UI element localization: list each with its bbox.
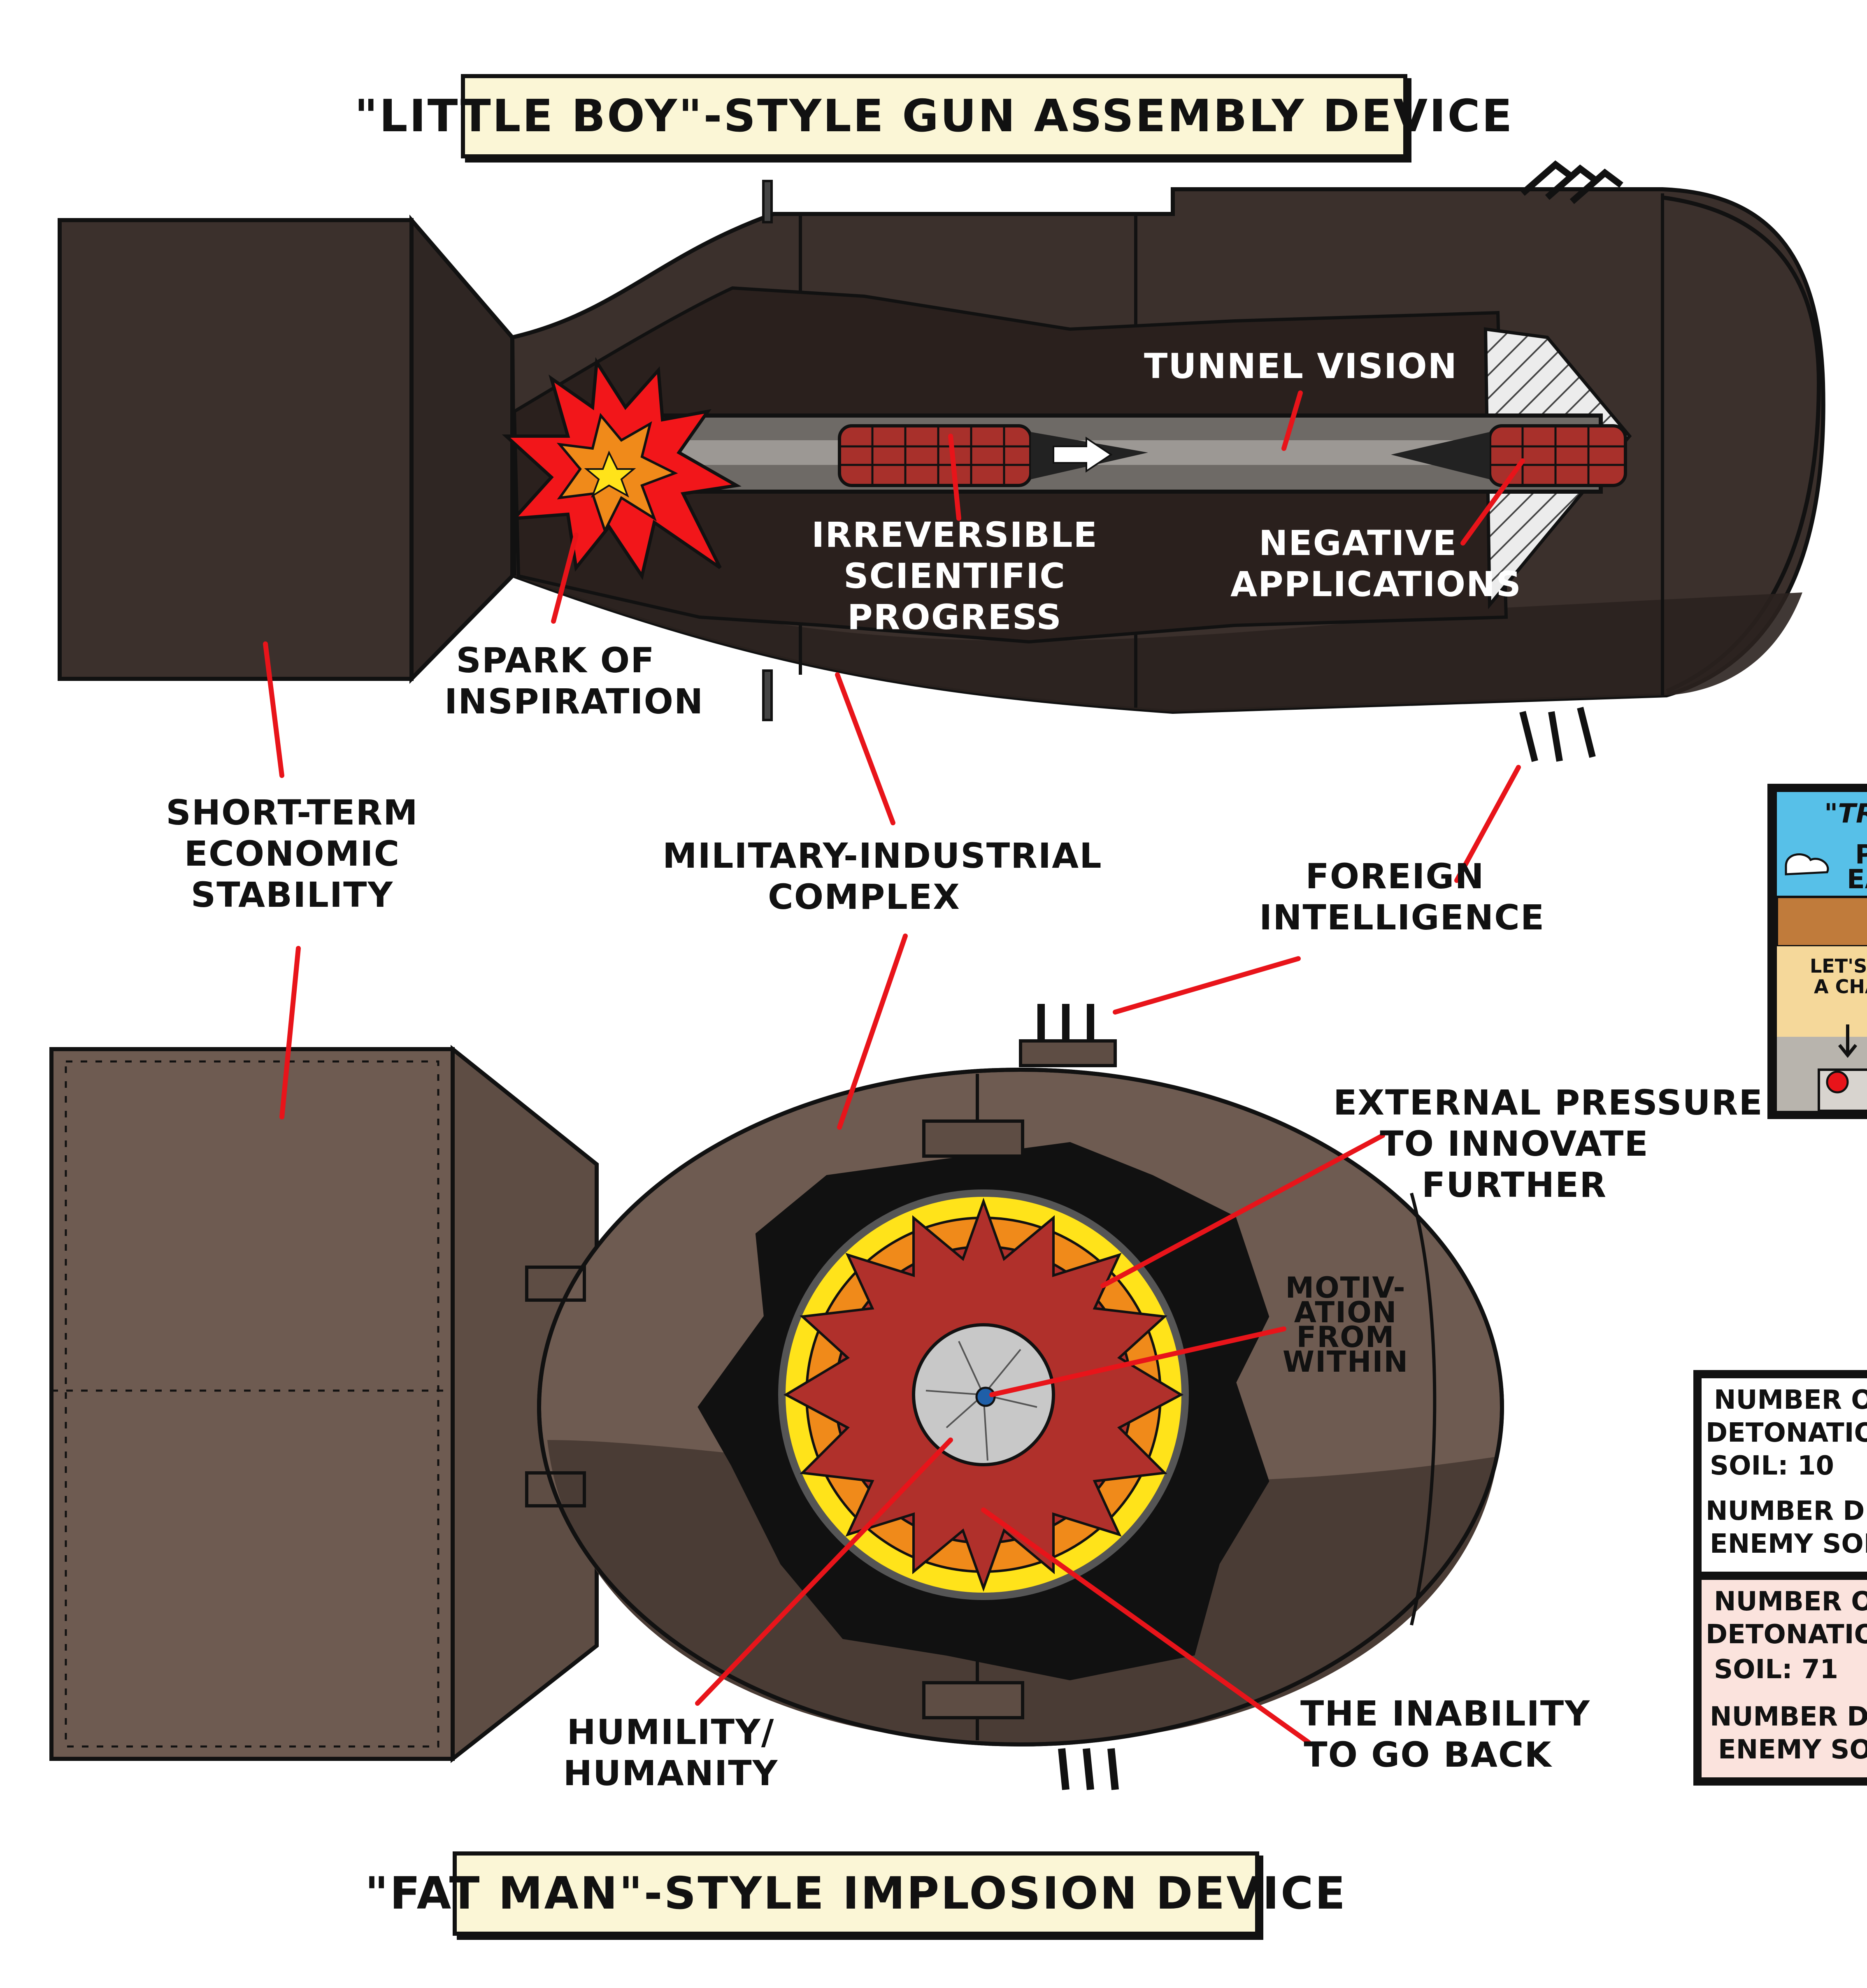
- side-comic-line: "TRI: [1824, 799, 1867, 829]
- label-short-term-economic-stability: SHORT-TERM ECONOMIC STABILITY: [166, 792, 419, 915]
- leader-foreign-bottom: [1113, 956, 1301, 1015]
- cloud-icon: [1785, 853, 1829, 876]
- table-line: NUMBER D: [1710, 1702, 1867, 1732]
- spark-star-icon: [584, 451, 636, 498]
- side-table-panel: [1693, 1370, 1867, 1786]
- fat-man-title: "FAT MAN"-STYLE IMPLOSION DEVICE: [365, 1851, 1345, 1936]
- table-line: ENEMY SO: [1718, 1735, 1867, 1765]
- side-comic-line: LET'S: [1810, 955, 1867, 977]
- leader-military-bottom: [837, 934, 908, 1130]
- side-comic-line: P: [1855, 840, 1867, 870]
- leader-irreversible: [948, 434, 961, 521]
- leader-negative: [1460, 458, 1525, 546]
- projectile: [838, 424, 1032, 487]
- little-boy-lower-panel: [514, 568, 1802, 712]
- down-arrow-icon: [1838, 1024, 1858, 1058]
- fat-man-bomb: [49, 1004, 1504, 1790]
- label-spark-of-inspiration: SPARK OF INSPIRATION: [444, 640, 704, 722]
- table-line: ENEMY SOIL: [1710, 1529, 1867, 1559]
- leader-external: [1100, 1133, 1385, 1288]
- red-button-icon: [1826, 1071, 1849, 1094]
- little-boy-title: "LITTLE BOY"-STYLE GUN ASSEMBLY DEVICE: [355, 74, 1512, 158]
- fat-man-tail-fin: [451, 1045, 599, 1763]
- label-irreversible-progress: IRREVERSIBLE SCIENTIFIC PROGRESS: [811, 515, 1098, 637]
- leader-military-top: [835, 672, 895, 825]
- side-comic-line: EA: [1847, 864, 1867, 895]
- leader-motivation: [989, 1326, 1286, 1397]
- side-table-top: NUMBER OF DETONATION SOIL: 10 NUMBER DET…: [1702, 1378, 1867, 1572]
- little-boy-tail: [58, 218, 414, 681]
- motion-arrow-icon: [1053, 437, 1113, 473]
- fat-man-tail: [49, 1047, 455, 1761]
- table-line: DETONATION: [1706, 1418, 1867, 1448]
- table-line: NUMBER DET: [1706, 1496, 1867, 1526]
- label-humility-humanity: HUMILITY/ HUMANITY: [563, 1712, 779, 1793]
- fat-man-title-text: "FAT MAN"-STYLE IMPLOSION DEVICE: [365, 1868, 1347, 1919]
- little-boy-tail-fin: [409, 214, 514, 684]
- side-comic-line: A CHA: [1814, 975, 1867, 998]
- side-comic-text: "TRI P EA LET'S A CHA: [1777, 792, 1867, 1111]
- leader-short-term-top: [263, 641, 284, 778]
- label-foreign-intelligence: FOREIGN INTELLIGENCE: [1259, 856, 1545, 938]
- label-negative-applications: NEGATIVE APPLICATIONS: [1230, 523, 1522, 604]
- leader-short-term-bottom: [279, 946, 301, 1119]
- side-comic-panel: [1767, 784, 1867, 1119]
- table-line: SOIL: 10: [1710, 1451, 1834, 1481]
- leader-lines: [263, 390, 1525, 1745]
- leader-foreign-top: [1454, 765, 1521, 883]
- label-external-pressure: EXTERNAL PRESSURE TO INNOVATE FURTHER: [1333, 1082, 1763, 1205]
- leader-inability: [981, 1507, 1311, 1745]
- leader-tunnel-vision: [1281, 390, 1303, 451]
- table-line: NUMBER OF: [1714, 1586, 1867, 1617]
- table-line: NUMBER OF: [1714, 1385, 1867, 1415]
- label-inability-to-go-back: THE INABILITY TO GO BACK: [1300, 1693, 1590, 1775]
- side-table-bottom: NUMBER OF DETONATION SOIL: 71 NUMBER D E…: [1702, 1580, 1867, 1777]
- table-line: DETONATION: [1706, 1619, 1867, 1650]
- little-boy-bomb: [58, 160, 1825, 762]
- label-motivation-from-within: MOTIV- ATION FROM WITHIN: [1282, 1271, 1409, 1379]
- little-boy-title-text: "LITTLE BOY"-STYLE GUN ASSEMBLY DEVICE: [354, 91, 1514, 142]
- initiator-core: [975, 1386, 996, 1407]
- leader-spark: [551, 532, 579, 624]
- leader-humility: [695, 1438, 953, 1706]
- table-line: SOIL: 71: [1714, 1654, 1839, 1685]
- label-military-industrial-complex: MILITARY-INDUSTRIAL COMPLEX: [663, 836, 1102, 917]
- label-tunnel-vision: TUNNEL VISION: [1144, 346, 1458, 386]
